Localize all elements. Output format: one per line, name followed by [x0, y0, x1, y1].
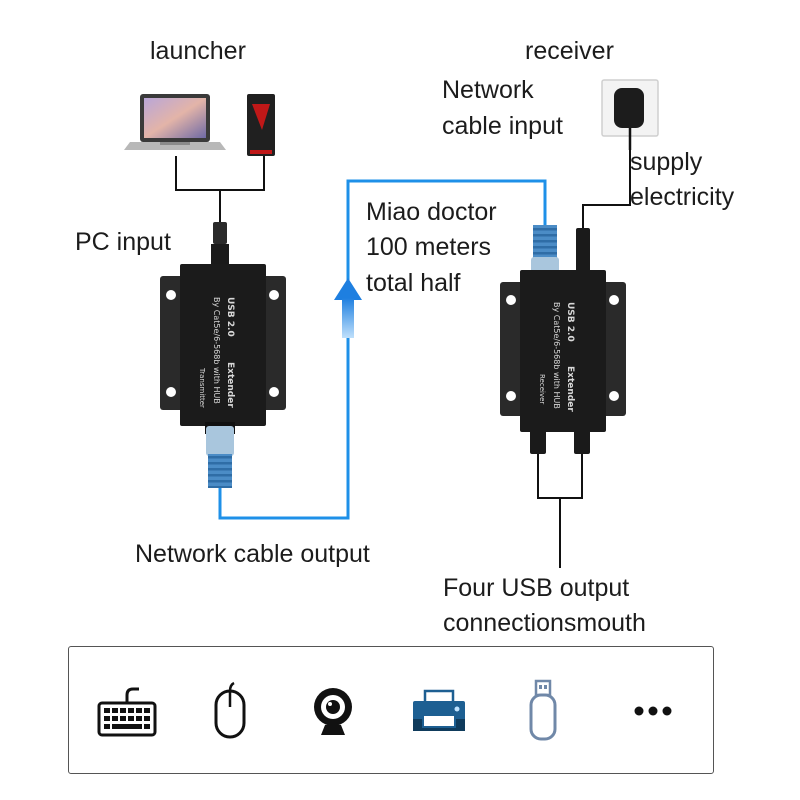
mouse-icon	[214, 681, 246, 739]
receiver-role: Receiver	[538, 374, 546, 404]
receiver-model: USB 2.0	[565, 302, 575, 342]
peripheral-tray	[68, 646, 714, 774]
supply-electricity-label-line2: electricity	[630, 183, 735, 211]
power-cable	[582, 150, 631, 228]
distance-label-line1: Miao doctor	[366, 198, 497, 226]
transmitter-role: Transmitter	[198, 367, 206, 408]
transmitter-device: USB 2.0 By Cat5e/6-568b with HUB Extende…	[160, 264, 286, 434]
launcher-usb-cable	[175, 156, 265, 191]
receiver-subtitle: By Cat5e/6-568b with HUB	[552, 302, 561, 409]
extender-diagram: USB 2.0 By Cat5e/6-568b with HUB Extende…	[124, 79, 659, 568]
rj45-connector-output	[206, 426, 234, 488]
network-cable-input-label-line1: Network	[442, 76, 534, 104]
usb-output-label-line2: connectionsmouth	[443, 609, 646, 637]
webcam-icon	[314, 688, 352, 735]
network-cable-output-label: Network cable output	[135, 540, 370, 568]
up-arrow-icon	[334, 278, 362, 338]
transmitter-subtitle: By Cat5e/6-568b with HUB	[212, 297, 221, 404]
launcher-label: launcher	[150, 37, 246, 65]
usb-plug-icon	[211, 222, 229, 268]
usb-output-plugs	[530, 430, 590, 454]
pc-input-label: PC input	[75, 228, 171, 256]
keyboard-icon	[97, 687, 157, 737]
receiver-label: receiver	[525, 37, 614, 65]
network-cable	[218, 179, 547, 520]
usb-drive-icon	[529, 679, 557, 741]
usb-output-label-line1: Four USB output	[443, 574, 630, 602]
network-cable-input-label-line2: cable input	[442, 112, 563, 140]
printer-icon	[413, 689, 465, 731]
receiver-name: Extender	[565, 366, 575, 412]
supply-electricity-label-line1: supply	[630, 148, 703, 176]
usb-output-cable	[537, 454, 583, 499]
more-icon	[634, 706, 672, 716]
receiver-device: USB 2.0 By Cat5e/6-568b with HUB Extende…	[500, 270, 626, 432]
laptop-icon	[124, 94, 226, 150]
transmitter-name: Extender	[225, 362, 235, 408]
distance-label-line2: 100 meters	[366, 233, 492, 261]
power-adapter-icon	[601, 79, 659, 150]
desktop-tower-icon	[247, 94, 275, 156]
transmitter-model: USB 2.0	[225, 297, 235, 337]
distance-label-line3: total half	[366, 269, 461, 297]
